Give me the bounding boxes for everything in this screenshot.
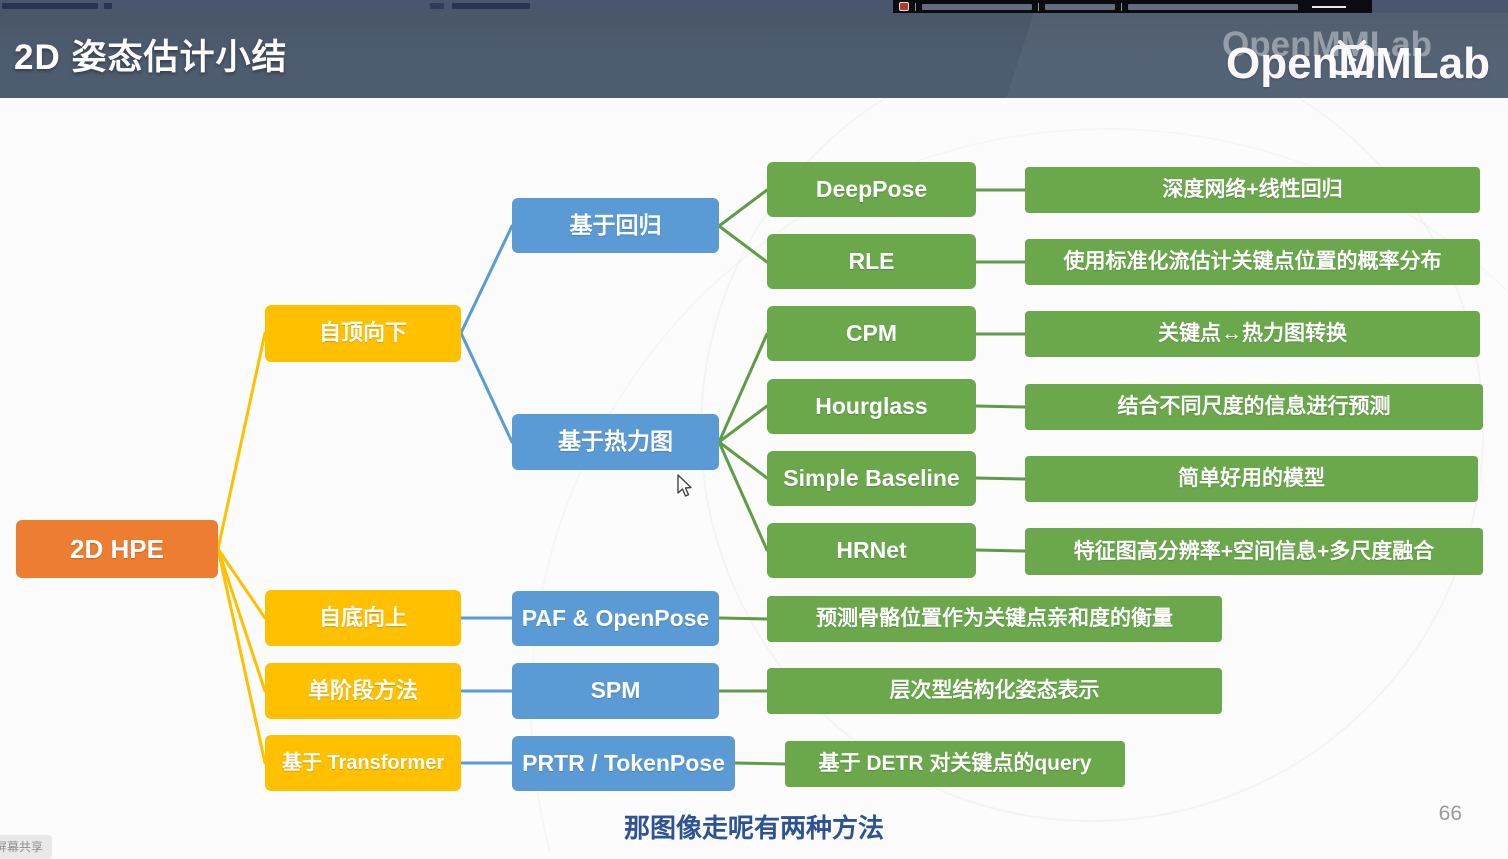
node-heatmap: 基于热力图 bbox=[512, 414, 719, 470]
connector bbox=[459, 224, 514, 335]
topbar-black-strip bbox=[893, 0, 1372, 13]
node-paf-openpose: PAF & OpenPose bbox=[512, 591, 719, 646]
connector bbox=[216, 547, 267, 693]
slide-title: 2D 姿态估计小结 bbox=[14, 38, 288, 77]
connector bbox=[717, 616, 769, 621]
subtitle-caption: 那图像走呢有两种方法 bbox=[623, 813, 884, 843]
desc-simple-baseline: 简单好用的模型 bbox=[1025, 456, 1478, 502]
topbar-separator bbox=[1121, 2, 1122, 11]
openmmlab-logo: OpenMMLab OpenMMLab bbox=[1160, 25, 1490, 95]
node-spm: SPM bbox=[512, 663, 719, 719]
topbar-text-fragment bbox=[2, 3, 98, 9]
topbar-separator bbox=[1038, 2, 1039, 11]
topbar-left bbox=[0, 0, 893, 13]
node-2d-hpe: 2D HPE bbox=[16, 520, 218, 578]
topbar-text-fragment bbox=[1045, 3, 1115, 10]
node-prtr-tokenpose: PRTR / TokenPose bbox=[512, 736, 735, 791]
connector bbox=[216, 547, 267, 765]
connector bbox=[216, 547, 267, 620]
bilibili-tv-icon bbox=[1330, 40, 1374, 75]
connector bbox=[216, 331, 267, 551]
desc-hrnet: 特征图高分辨率+空间信息+多尺度融合 bbox=[1025, 528, 1483, 575]
connector bbox=[459, 331, 514, 444]
window-topbar bbox=[0, 0, 1508, 13]
connector bbox=[717, 188, 769, 228]
node-hourglass: Hourglass bbox=[767, 379, 976, 434]
topbar-text-fragment bbox=[104, 3, 112, 9]
connector bbox=[717, 404, 769, 444]
node-simple-baseline: Simple Baseline bbox=[767, 451, 976, 506]
page-number: 66 bbox=[1438, 802, 1462, 825]
connector bbox=[717, 440, 769, 552]
logo-ghost-text: OpenMMLab bbox=[1222, 25, 1432, 64]
desc-transformer: 基于 DETR 对关键点的query bbox=[785, 741, 1125, 787]
desc-single-stage: 层次型结构化姿态表示 bbox=[767, 668, 1222, 714]
connector bbox=[717, 224, 769, 264]
desc-cpm: 关键点↔热力图转换 bbox=[1025, 311, 1480, 357]
node-rle: RLE bbox=[767, 234, 976, 289]
node-deeppose: DeepPose bbox=[767, 162, 976, 217]
desc-rle: 使用标准化流估计关键点位置的概率分布 bbox=[1025, 239, 1480, 285]
node-regression: 基于回归 bbox=[512, 198, 719, 253]
connector bbox=[733, 761, 787, 766]
node-top-down: 自顶向下 bbox=[265, 305, 461, 362]
node-cpm: CPM bbox=[767, 306, 976, 361]
topbar-text-fragment bbox=[430, 3, 444, 9]
node-transformer: 基于 Transformer bbox=[265, 735, 461, 791]
node-hrnet: HRNet bbox=[767, 523, 976, 578]
topbar-text-fragment bbox=[922, 3, 1032, 10]
app-favicon bbox=[899, 2, 909, 11]
connector bbox=[974, 404, 1027, 409]
node-single-stage: 单阶段方法 bbox=[265, 663, 461, 719]
mouse-cursor bbox=[677, 474, 692, 497]
screen-share-badge: 屏幕共享 bbox=[0, 835, 53, 859]
slide-header: 2D 姿态估计小结 OpenMMLab OpenMMLab bbox=[0, 13, 1508, 98]
topbar-text-fragment bbox=[452, 3, 530, 9]
topbar-separator bbox=[915, 2, 916, 11]
topbar-right bbox=[1372, 0, 1508, 13]
desc-hourglass: 结合不同尺度的信息进行预测 bbox=[1025, 384, 1483, 430]
desc-bottom-up: 预测骨骼位置作为关键点亲和度的衡量 bbox=[767, 596, 1222, 642]
topbar-text-fragment bbox=[1128, 3, 1298, 10]
node-bottom-up: 自底向上 bbox=[265, 590, 461, 646]
connector bbox=[974, 548, 1027, 553]
desc-deeppose: 深度网络+线性回归 bbox=[1025, 167, 1480, 213]
connector bbox=[717, 332, 769, 444]
connector bbox=[974, 476, 1027, 481]
connector bbox=[717, 440, 769, 480]
topbar-underline bbox=[1312, 5, 1346, 8]
